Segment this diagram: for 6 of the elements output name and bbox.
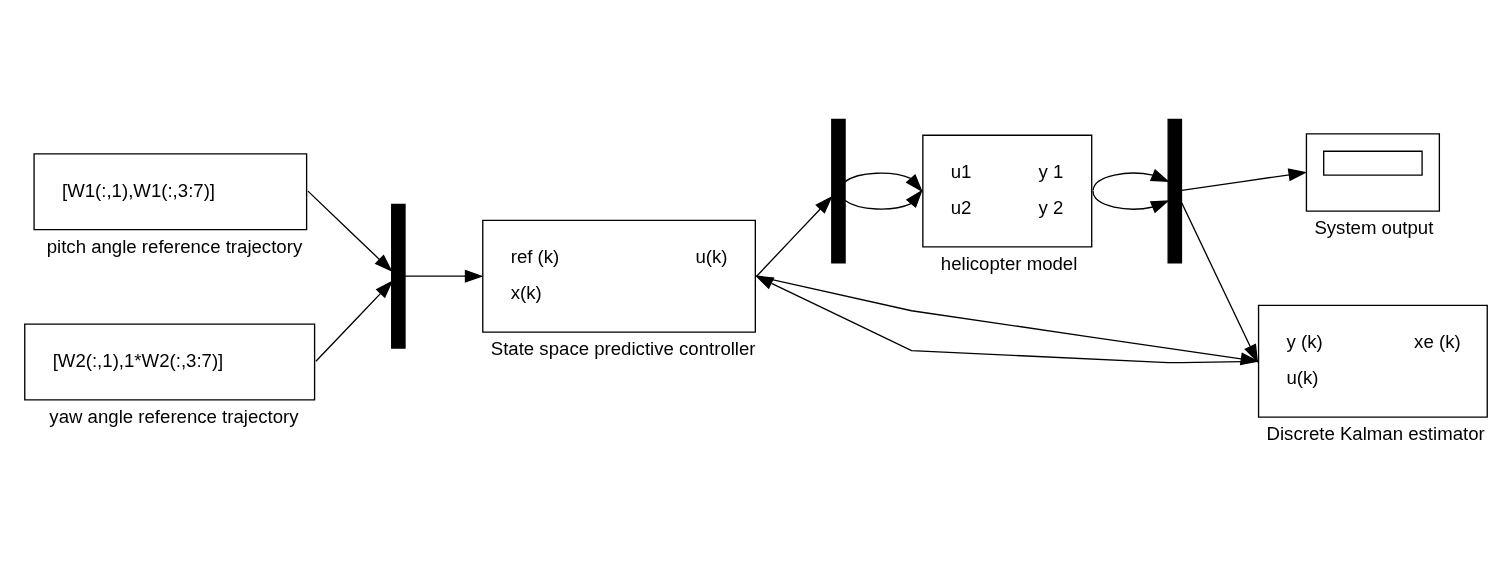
node-label: yaw angle reference trajectory bbox=[49, 405, 299, 427]
node-label: System output bbox=[1314, 216, 1434, 238]
node-label: pitch angle reference trajectory bbox=[46, 235, 303, 257]
node-label: Discrete Kalman estimator bbox=[1266, 422, 1485, 444]
node-label: State space predictive controller bbox=[490, 337, 756, 359]
node-label: helicopter model bbox=[940, 252, 1078, 274]
